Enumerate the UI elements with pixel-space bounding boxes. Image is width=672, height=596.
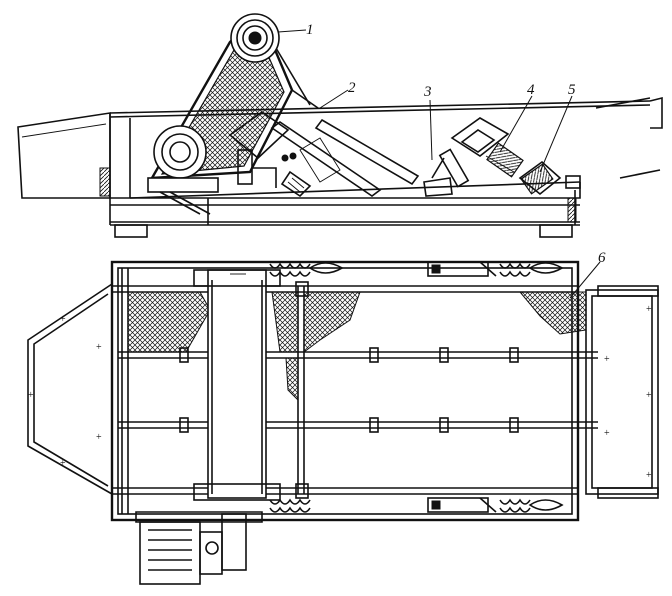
callout-6: 6 (598, 250, 606, 266)
vibrator-unit (438, 117, 524, 188)
top-springs (269, 261, 564, 277)
cross-clamps (179, 281, 519, 499)
top-pulley (230, 13, 280, 63)
svg-text:+: + (646, 470, 652, 481)
svg-text:+: + (60, 458, 66, 469)
plan-view: + + + + + (27, 260, 659, 585)
screen-box (17, 96, 663, 238)
callout-3: 3 (423, 84, 432, 100)
chute-rivets: + + + + + (28, 314, 102, 469)
discharge-plate: + + + + + (585, 285, 659, 499)
support-block (423, 157, 453, 197)
drive-shaft (193, 269, 281, 501)
bottom-springs (269, 497, 564, 513)
svg-text:+: + (646, 304, 652, 315)
motor-pulley (147, 125, 219, 215)
motor (135, 511, 263, 585)
svg-text:+: + (60, 314, 66, 325)
callout-4: 4 (527, 82, 535, 98)
side-view (17, 13, 663, 238)
callout-2: 2 (348, 80, 356, 96)
callout-1: 1 (306, 22, 314, 38)
callouts: 1 2 3 4 5 6 (277, 22, 606, 299)
svg-text:+: + (646, 390, 652, 401)
svg-text:+: + (96, 432, 102, 443)
callout-5: 5 (568, 82, 576, 98)
svg-text:+: + (28, 390, 34, 401)
svg-text:+: + (96, 342, 102, 353)
svg-text:+: + (604, 428, 610, 439)
svg-text:+: + (604, 354, 610, 365)
vibrator-housing (228, 111, 312, 198)
spring-mount (518, 160, 581, 196)
sieve-plates (270, 118, 420, 197)
